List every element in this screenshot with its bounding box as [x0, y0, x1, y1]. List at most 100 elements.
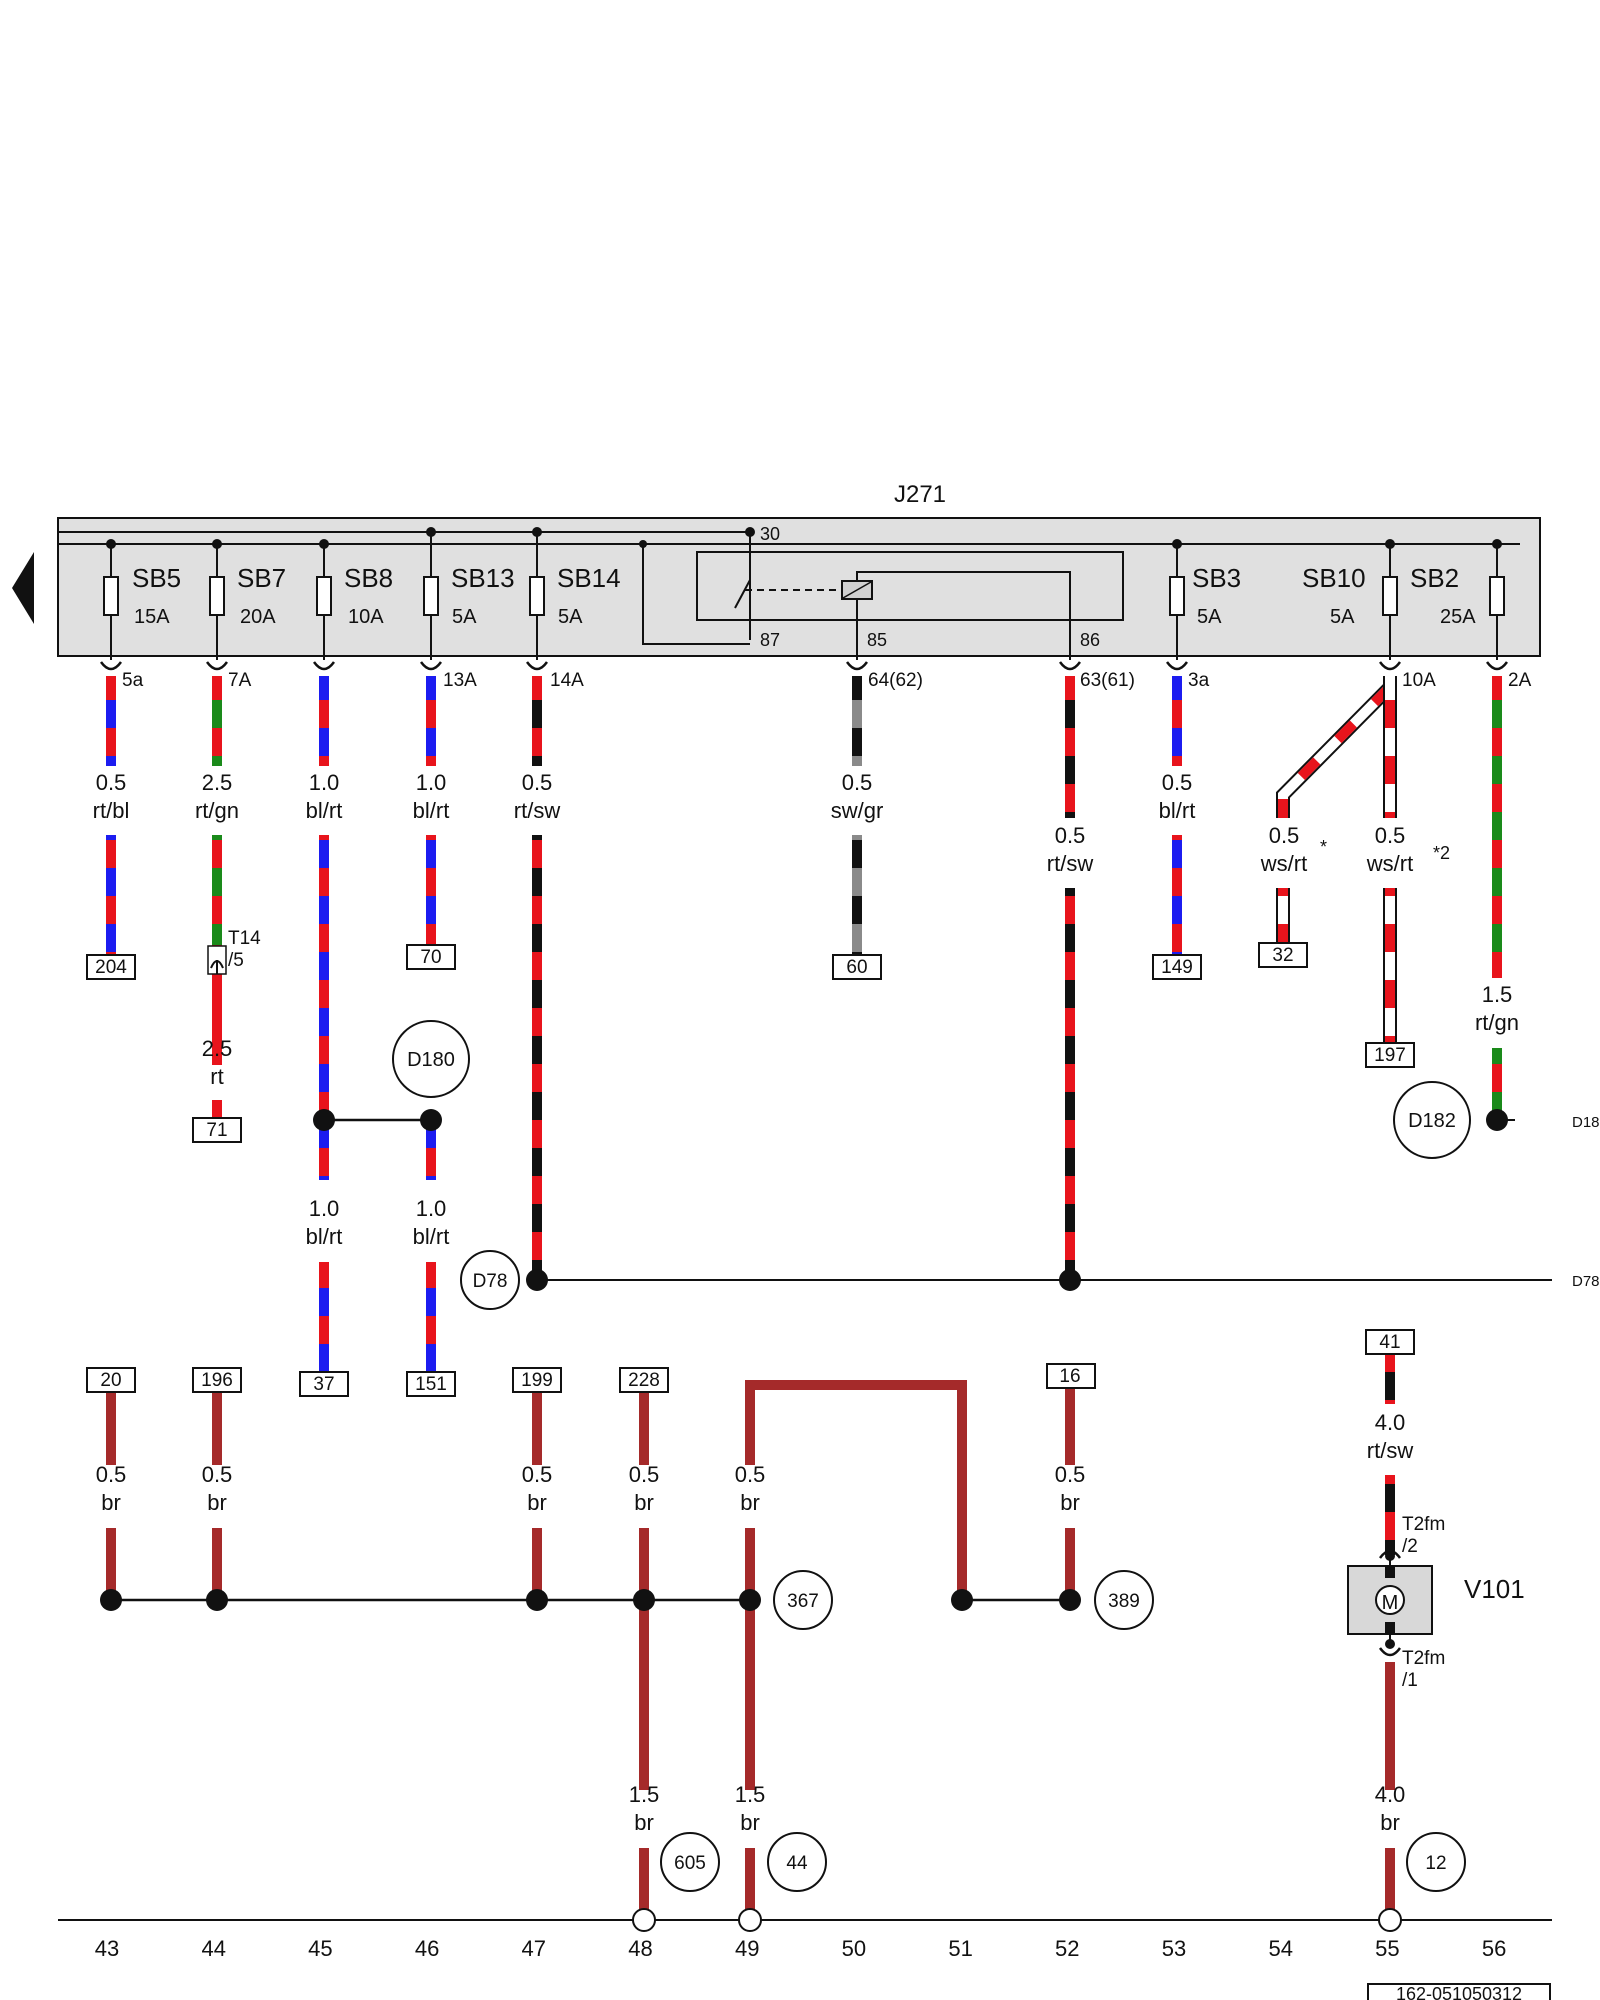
wire-color: bl/rt [1159, 798, 1196, 823]
ruler-number: 46 [415, 1936, 439, 1961]
pin-label: 87 [760, 630, 780, 650]
fuse-terminal: 7A [228, 670, 252, 691]
reference-number: 70 [420, 947, 441, 968]
circled-reference: 389 [1108, 1591, 1140, 1612]
fuse-rating: 5A [1197, 606, 1222, 628]
fuse-rating: 5A [452, 606, 477, 628]
circled-reference: D78 [473, 1271, 508, 1292]
wire-color: sw/gr [831, 798, 884, 823]
reference-number: 20 [100, 1370, 121, 1391]
wire-size: 0.5 [1055, 1462, 1086, 1487]
circled-reference: 44 [786, 1853, 808, 1874]
wire-color: rt/gn [195, 798, 239, 823]
circled-reference: 12 [1425, 1853, 1446, 1874]
wire-color: br [634, 1490, 654, 1515]
wire-color: br [101, 1490, 121, 1515]
wire-color: rt/gn [1475, 1010, 1519, 1035]
reference-boxes [86, 942, 1415, 1397]
fuse-rating: 25A [1440, 606, 1476, 628]
wire-size: 1.0 [309, 1196, 340, 1221]
fuse-name: SB10 [1302, 563, 1366, 593]
reference-number: 228 [628, 1370, 660, 1391]
wire-size: 1.5 [735, 1782, 766, 1807]
wire-size: 0.5 [202, 1462, 233, 1487]
wire-color: br [207, 1490, 227, 1515]
fuse-terminal: 14A [550, 670, 584, 691]
connector-label: /2 [1402, 1536, 1418, 1557]
wire-size: 0.5 [522, 770, 553, 795]
connector-label: /5 [228, 950, 244, 971]
fuse-rating: 5A [558, 606, 583, 628]
note: *2 [1433, 843, 1450, 863]
wire-color: br [740, 1810, 760, 1835]
connector-label: /1 [1402, 1670, 1418, 1691]
fuse-name: SB3 [1192, 563, 1241, 593]
pin-label: 86 [1080, 630, 1100, 650]
fuse-name: SB7 [237, 563, 286, 593]
wire-size: 0.5 [1375, 823, 1406, 848]
fuse-rating: 10A [348, 606, 384, 628]
wire-color: rt/sw [514, 798, 561, 823]
fuse-name: SB8 [344, 563, 393, 593]
wire-color: rt/sw [1047, 851, 1094, 876]
edge-label: D18 [1572, 1114, 1600, 1131]
reference-number: 60 [846, 957, 867, 978]
fuse-name: SB2 [1410, 563, 1459, 593]
wire-size: 4.0 [1375, 1782, 1406, 1807]
relay-terminal: 64(62) [868, 670, 923, 691]
wire-size: 1.0 [416, 1196, 447, 1221]
wire-color: ws/rt [1366, 851, 1413, 876]
circled-reference: 367 [787, 1591, 819, 1612]
reference-number: 71 [206, 1120, 227, 1141]
fuse-terminal: 10A [1402, 670, 1436, 691]
fuse-rating: 5A [1330, 606, 1355, 628]
wire-color: br [1380, 1810, 1400, 1835]
wire-size: 0.5 [1269, 823, 1300, 848]
wire-size: 2.5 [202, 770, 233, 795]
fuse-name: SB5 [132, 563, 181, 593]
doc-code-box [1367, 1983, 1551, 2000]
motor-circuit [1347, 1352, 1433, 1918]
wire-color: rt/sw [1367, 1438, 1414, 1463]
wire-color: br [1060, 1490, 1080, 1515]
ruler-number: 47 [522, 1936, 546, 1961]
connector-label: T2fm [1402, 1514, 1445, 1535]
wire-color: ws/rt [1260, 851, 1307, 876]
motor-label: V101 [1464, 1574, 1525, 1604]
relay-box [12, 517, 1541, 657]
ruler-number: 51 [948, 1936, 972, 1961]
relay-terminal: 63(61) [1080, 670, 1135, 691]
reference-number: 199 [521, 1370, 553, 1391]
connector-label: T14 [228, 928, 261, 949]
wire-color: rt/bl [93, 798, 130, 823]
wire-color: bl/rt [306, 1224, 343, 1249]
wire-color: br [634, 1810, 654, 1835]
wire-size: 0.5 [629, 1462, 660, 1487]
fuse-terminal: 3a [1188, 670, 1210, 691]
ruler-number: 53 [1162, 1936, 1186, 1961]
circled-reference: D180 [407, 1049, 455, 1071]
junctions [313, 1109, 1552, 1291]
wire-size: 1.0 [309, 770, 340, 795]
relay-label: J271 [894, 481, 946, 508]
connector-label: T2fm [1402, 1648, 1445, 1669]
wire-color: br [740, 1490, 760, 1515]
reference-number: 204 [95, 957, 127, 978]
wire-color: bl/rt [306, 798, 343, 823]
wire-size: 1.0 [416, 770, 447, 795]
ruler-number: 50 [842, 1936, 866, 1961]
ruler-number: 55 [1375, 1936, 1399, 1961]
wire-size: 0.5 [522, 1462, 553, 1487]
left-arrow-icon [12, 552, 34, 624]
wire-size: 0.5 [1055, 823, 1086, 848]
note: * [1320, 837, 1327, 857]
wire-color: bl/rt [413, 1224, 450, 1249]
wire-color: bl/rt [413, 798, 450, 823]
doc-code: 162-051050312 [1396, 1984, 1522, 2000]
wire-size: 1.5 [1482, 982, 1513, 1007]
circled-reference: D182 [1408, 1110, 1456, 1132]
reference-number: 37 [313, 1374, 334, 1395]
wire-color: br [527, 1490, 547, 1515]
fuse-rating: 15A [134, 606, 170, 628]
reference-number: 149 [1161, 957, 1193, 978]
